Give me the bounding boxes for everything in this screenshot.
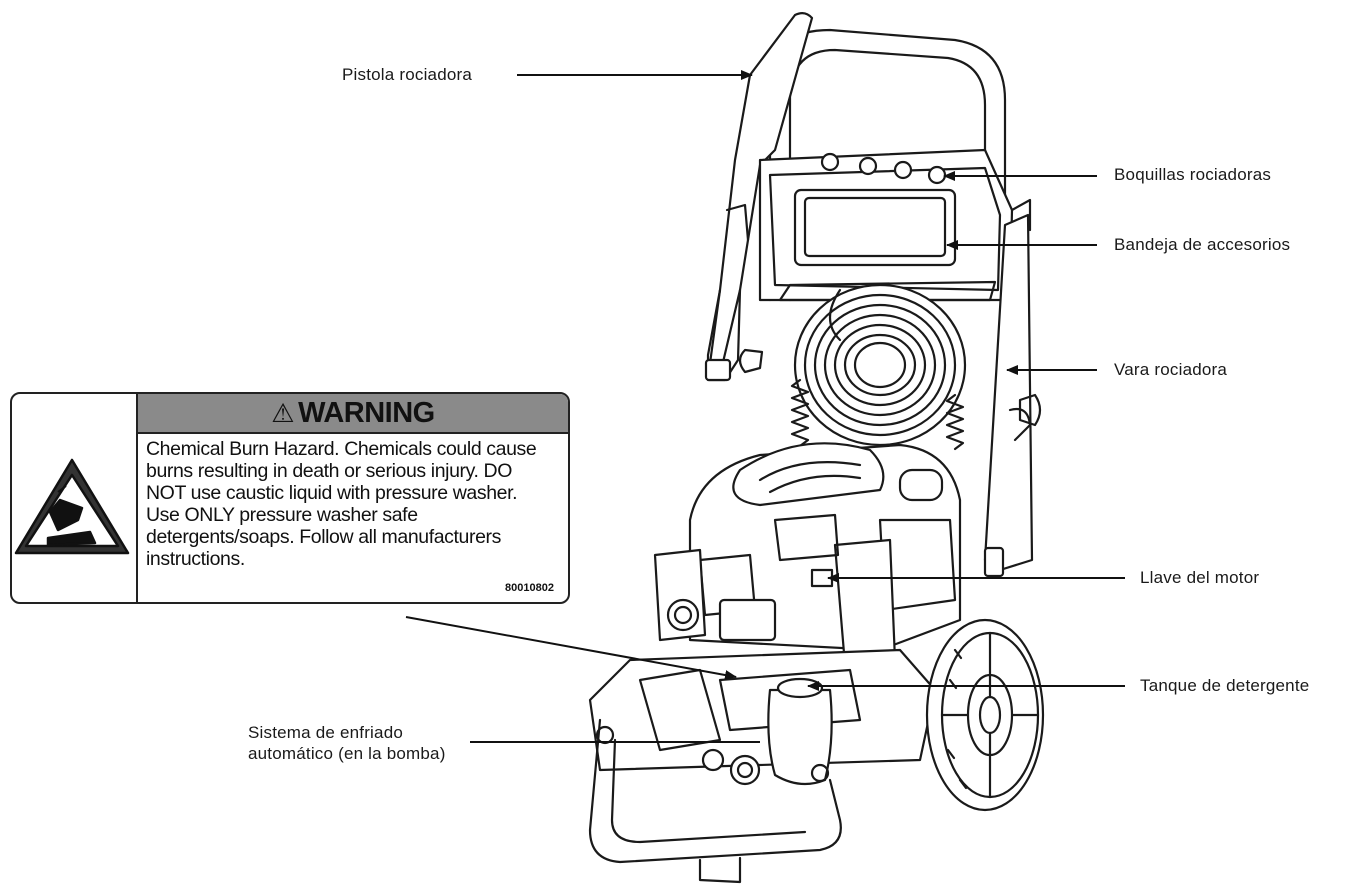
label-vara-rociadora: Vara rociadora bbox=[1114, 359, 1227, 380]
pump-base bbox=[590, 650, 935, 770]
label-boquillas-rociadoras: Boquillas rociadoras bbox=[1114, 164, 1271, 185]
warning-title: WARNING bbox=[298, 397, 435, 429]
label-bandeja-accesorios: Bandeja de accesorios bbox=[1114, 234, 1290, 255]
chemical-burn-icon bbox=[12, 450, 142, 590]
warning-body-text: Chemical Burn Hazard. Chemicals could ca… bbox=[146, 438, 546, 570]
detergent-tank bbox=[768, 690, 831, 784]
warning-code: 80010802 bbox=[505, 582, 554, 594]
label-tanque-detergente: Tanque de detergente bbox=[1140, 675, 1309, 696]
alert-triangle-icon: ⚠ bbox=[271, 398, 294, 428]
hose-reel bbox=[795, 285, 965, 445]
label-sistema-line2: automático (en la bomba) bbox=[248, 743, 446, 764]
label-sistema-line1: Sistema de enfriado bbox=[248, 722, 446, 743]
label-llave-motor: Llave del motor bbox=[1140, 567, 1259, 588]
label-sistema-enfriado: Sistema de enfriado automático (en la bo… bbox=[248, 722, 446, 765]
wheel bbox=[927, 620, 1043, 810]
label-pistola-rociadora: Pistola rociadora bbox=[342, 64, 472, 85]
pressure-washer-illustration bbox=[590, 13, 1043, 882]
warning-header: ⚠WARNING bbox=[138, 394, 568, 434]
